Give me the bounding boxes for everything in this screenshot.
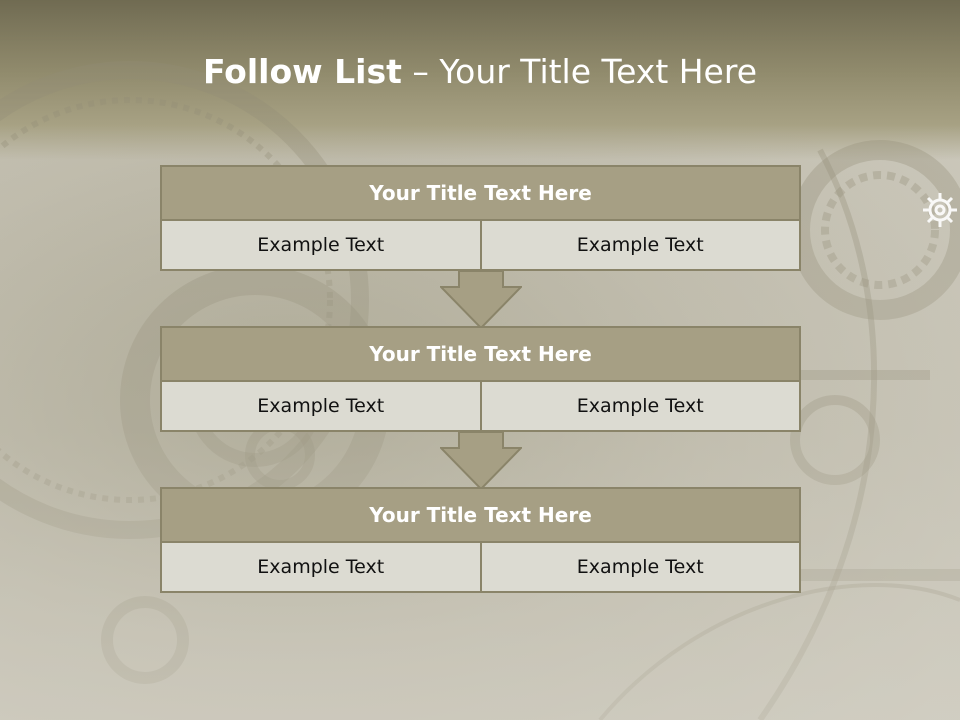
down-arrow-icon [440,270,522,330]
block-title: Your Title Text Here [160,326,801,382]
cell-right: Example Text [481,543,801,593]
block-title: Your Title Text Here [160,165,801,221]
title-rest: – Your Title Text Here [412,52,758,91]
cell-left: Example Text [160,543,482,593]
block-cells: Example Text Example Text [160,382,801,432]
down-arrow-icon [440,431,522,491]
list-block: Your Title Text Here Example Text Exampl… [160,326,801,432]
block-cells: Example Text Example Text [160,543,801,593]
cell-right: Example Text [481,221,801,271]
title-bold: Follow List [202,52,402,91]
slide-title: Follow List – Your Title Text Here [0,52,960,91]
list-block: Your Title Text Here Example Text Exampl… [160,165,801,271]
cell-left: Example Text [160,382,482,432]
list-block: Your Title Text Here Example Text Exampl… [160,487,801,593]
block-title: Your Title Text Here [160,487,801,543]
cell-right: Example Text [481,382,801,432]
cell-left: Example Text [160,221,482,271]
block-cells: Example Text Example Text [160,221,801,271]
